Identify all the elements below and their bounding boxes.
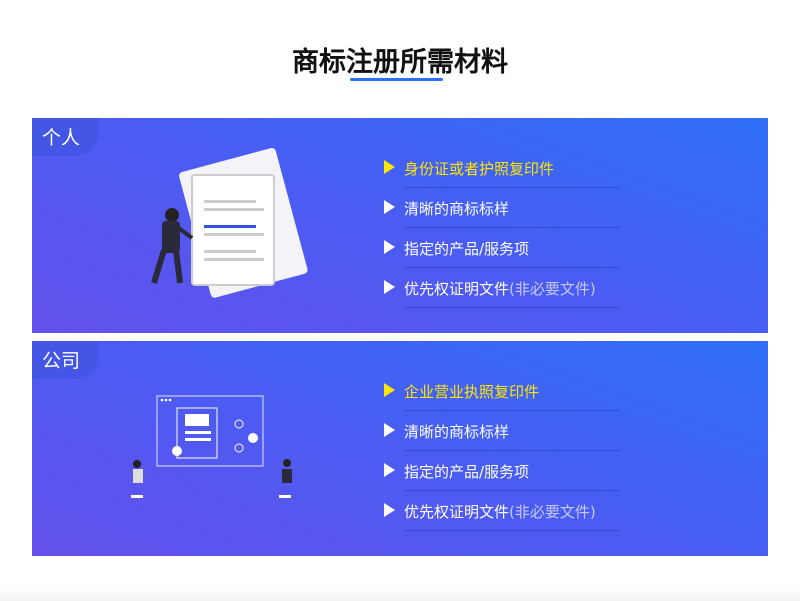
triangle-right-icon xyxy=(384,240,395,254)
footer-shade xyxy=(0,588,800,601)
list-item: 身份证或者护照复印件 xyxy=(384,148,620,188)
triangle-right-icon xyxy=(384,503,395,517)
list-item: 企业营业执照复印件 xyxy=(384,371,620,411)
requirements-list: 企业营业执照复印件 清晰的商标标样 指定的产品/服务项 优先权证明文件(非必要文… xyxy=(384,371,620,531)
list-item: 清晰的商标标样 xyxy=(384,188,620,228)
item-label: 身份证或者护照复印件 xyxy=(404,160,555,178)
documents-illustration xyxy=(151,148,308,298)
item-label: 优先权证明文件 xyxy=(404,280,510,298)
item-label: 清晰的商标标样 xyxy=(404,200,510,218)
triangle-right-icon xyxy=(384,280,395,294)
title-underline xyxy=(350,78,443,81)
team-illustration xyxy=(131,395,292,498)
item-label: 企业营业执照复印件 xyxy=(404,383,540,401)
list-item: 优先权证明文件(非必要文件) xyxy=(384,491,620,531)
item-label: 指定的产品/服务项 xyxy=(404,240,530,258)
item-label: 清晰的商标标样 xyxy=(404,423,510,441)
triangle-right-icon xyxy=(384,383,395,397)
item-note: (非必要文件) xyxy=(509,503,596,521)
item-label: 优先权证明文件 xyxy=(404,503,510,521)
section-tag: 个人 xyxy=(32,118,98,156)
section-company: 公司 企业营业执照复印件 清晰的商标标样 指定的产品/服务项 优先权证明文件(非… xyxy=(32,341,768,556)
triangle-right-icon xyxy=(384,423,395,437)
triangle-right-icon xyxy=(384,463,395,477)
triangle-right-icon xyxy=(384,160,395,174)
section-individual: 个人 身份证或者护照复印件 清晰的商标标样 指定的产品/服务项 优先权证明文件(… xyxy=(32,118,768,333)
list-item: 指定的产品/服务项 xyxy=(384,451,620,491)
list-item: 清晰的商标标样 xyxy=(384,411,620,451)
item-note: (非必要文件) xyxy=(509,280,596,298)
page-title: 商标注册所需材料 xyxy=(292,47,508,78)
list-item: 优先权证明文件(非必要文件) xyxy=(384,268,620,308)
triangle-right-icon xyxy=(384,200,395,214)
list-item: 指定的产品/服务项 xyxy=(384,228,620,268)
requirements-list: 身份证或者护照复印件 清晰的商标标样 指定的产品/服务项 优先权证明文件(非必要… xyxy=(384,148,620,308)
item-label: 指定的产品/服务项 xyxy=(404,463,530,481)
section-tag: 公司 xyxy=(32,341,98,379)
